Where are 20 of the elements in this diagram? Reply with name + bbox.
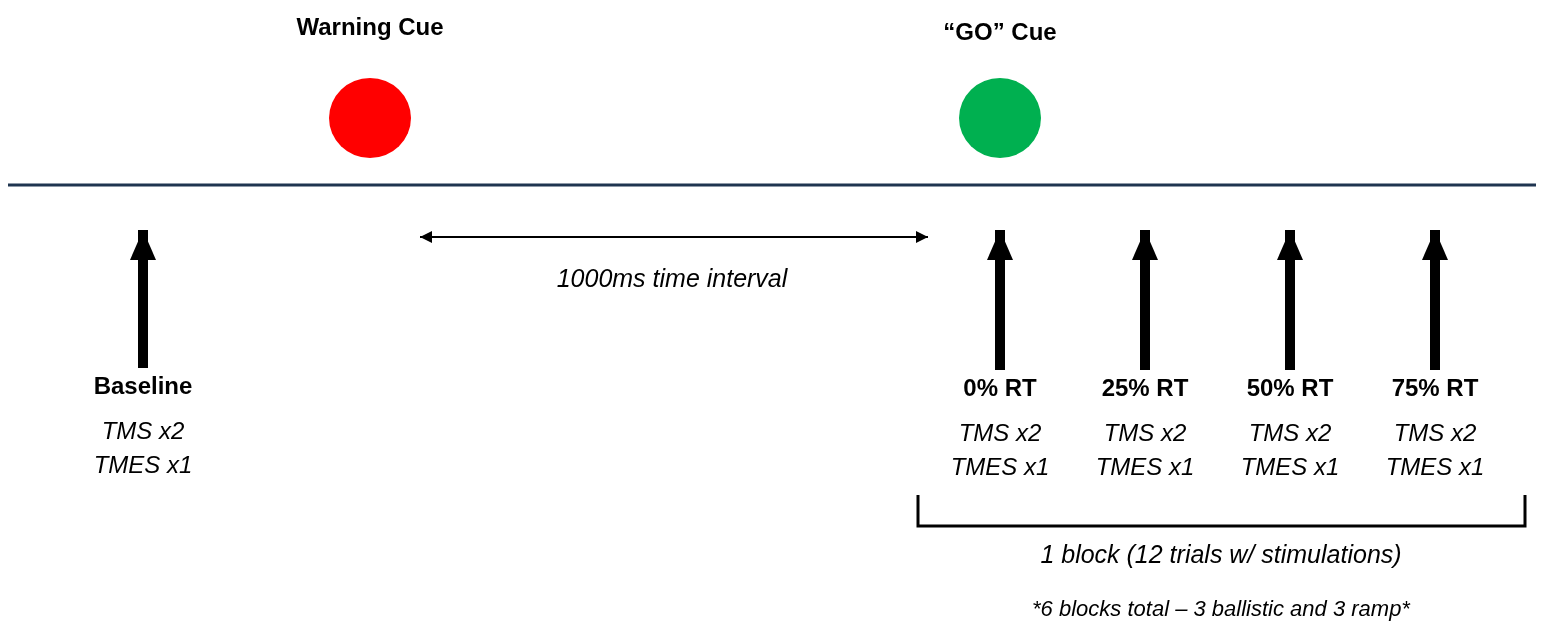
footnote: *6 blocks total – 3 ballistic and 3 ramp*: [1031, 596, 1412, 622]
arrow: [1277, 230, 1303, 370]
stimulation-text: TMS x2 TMES x1: [1384, 418, 1486, 482]
stimulation-text: TMS x2 TMES x1: [1094, 418, 1196, 482]
timepoint-label: 25% RT: [1100, 374, 1190, 402]
timepoint-label: 50% RT: [1245, 374, 1335, 402]
stimulation-text: TMS x2 TMES x1: [1239, 418, 1341, 482]
arrow: [1422, 230, 1448, 370]
stimulation-text: TMS x2 TMES x1: [949, 418, 1051, 482]
arrow: [1132, 230, 1158, 370]
block-label: 1 block (12 trials w/ stimulations): [1039, 540, 1403, 569]
cue-heading: “GO” Cue: [942, 18, 1058, 46]
timepoint-label: 75% RT: [1390, 374, 1480, 402]
arrow: [987, 230, 1013, 370]
arrow: [130, 230, 156, 368]
timepoint-label: Baseline: [92, 372, 194, 400]
stimulation-text: TMS x2 TMES x1: [92, 416, 194, 480]
timepoint-label: 0% RT: [962, 374, 1038, 402]
cue-heading: Warning Cue: [295, 13, 445, 41]
interval-label: 1000ms time interval: [555, 264, 789, 293]
